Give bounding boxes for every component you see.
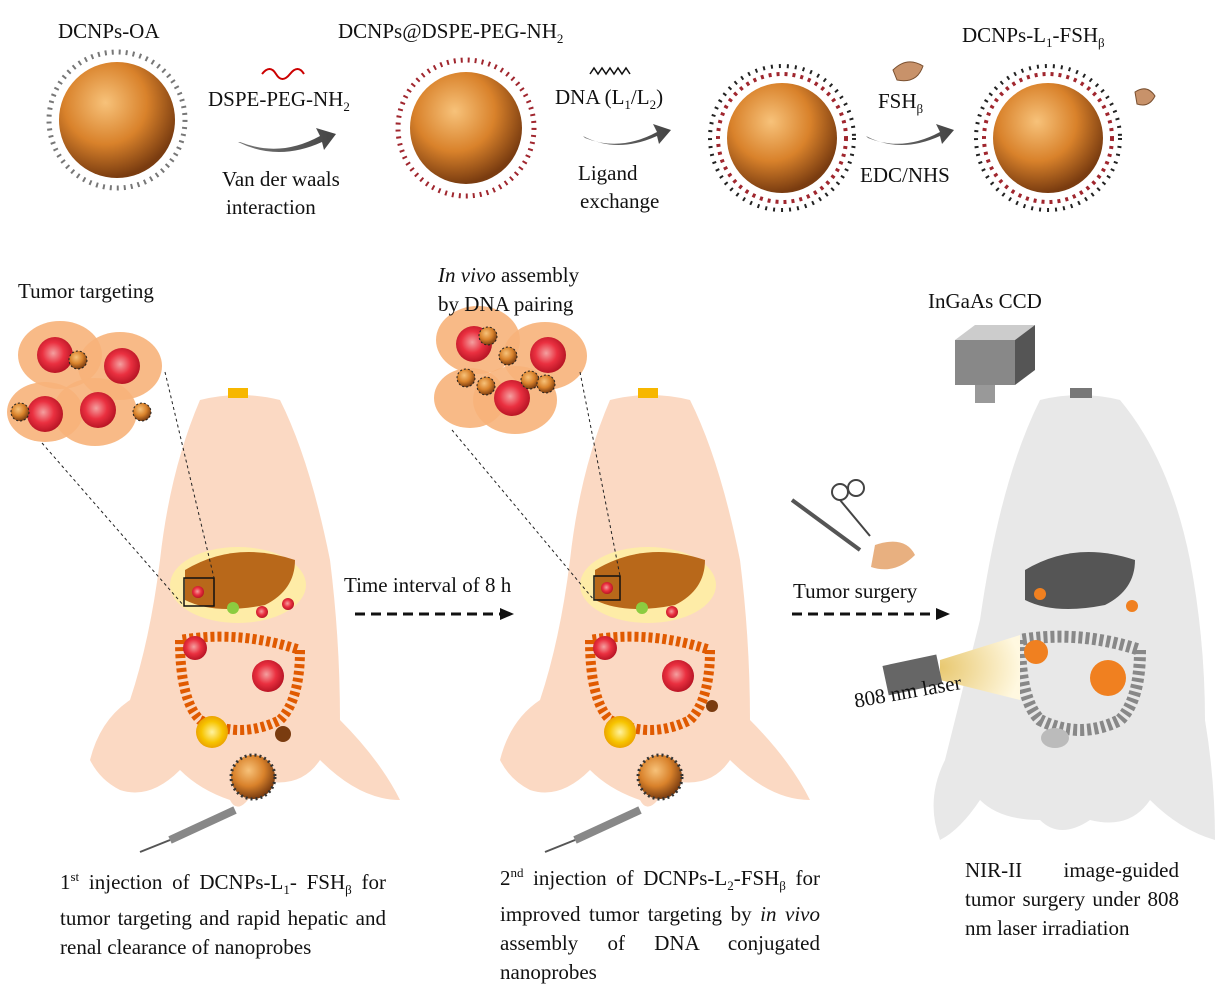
np-fsh-label: DCNPs-L1-FSHβ [962,23,1105,51]
caption-right: NIR-II image-guided tumor surgery under … [965,858,1179,940]
np-dna-particle [708,64,856,212]
arrow-step1 [238,128,336,152]
arrow-step3 [866,124,954,145]
mouse-left [7,321,400,853]
in-vivo-label-1: In vivo assembly [438,263,580,287]
caption-middle: 2nd injection of DCNPs-L2-FSHβ for impro… [500,865,821,985]
time-interval-label: Time interval of 8 h [344,573,512,597]
step2-text-2: exchange [580,189,660,213]
peg-icon [261,68,305,80]
surgery-label: Tumor surgery [793,579,918,603]
time-interval-arrow [355,608,514,620]
np-fsh-particle [974,64,1156,212]
np-peg-particle [395,57,537,199]
in-vivo-label-2: by DNA pairing [438,292,574,316]
np-peg-label: DCNPs@DSPE-PEG-NH2 [338,19,564,47]
step2-reagent: DNA (L1/L2) [555,85,664,113]
surgery-tools-icon [790,479,915,570]
step1-text-2: interaction [226,195,316,219]
step2-text-1: Ligand [578,161,638,185]
mouse-middle [434,306,810,853]
tumor-targeting-label: Tumor targeting [18,279,154,303]
surgery-arrow [792,608,950,620]
laser-device [882,635,1020,700]
ccd-label: InGaAs CCD [928,289,1042,313]
step3-reagent: FSHβ [878,89,924,117]
caption-left: 1st injection of DCNPs-L1- FSHβ for tumo… [60,869,386,960]
step3-text-1: EDC/NHS [860,163,950,187]
dna-icon [589,66,631,76]
step1-reagent: DSPE-PEG-NH2 [208,87,350,115]
np-oa-particle [46,49,188,191]
arrow-step2 [583,124,671,145]
step1-text-1: Van der waals [222,167,340,191]
fsh-icon [892,61,924,82]
np-oa-label: DCNPs-OA [58,19,160,43]
ingaas-ccd-camera [955,325,1035,403]
mouse-right [933,388,1215,840]
